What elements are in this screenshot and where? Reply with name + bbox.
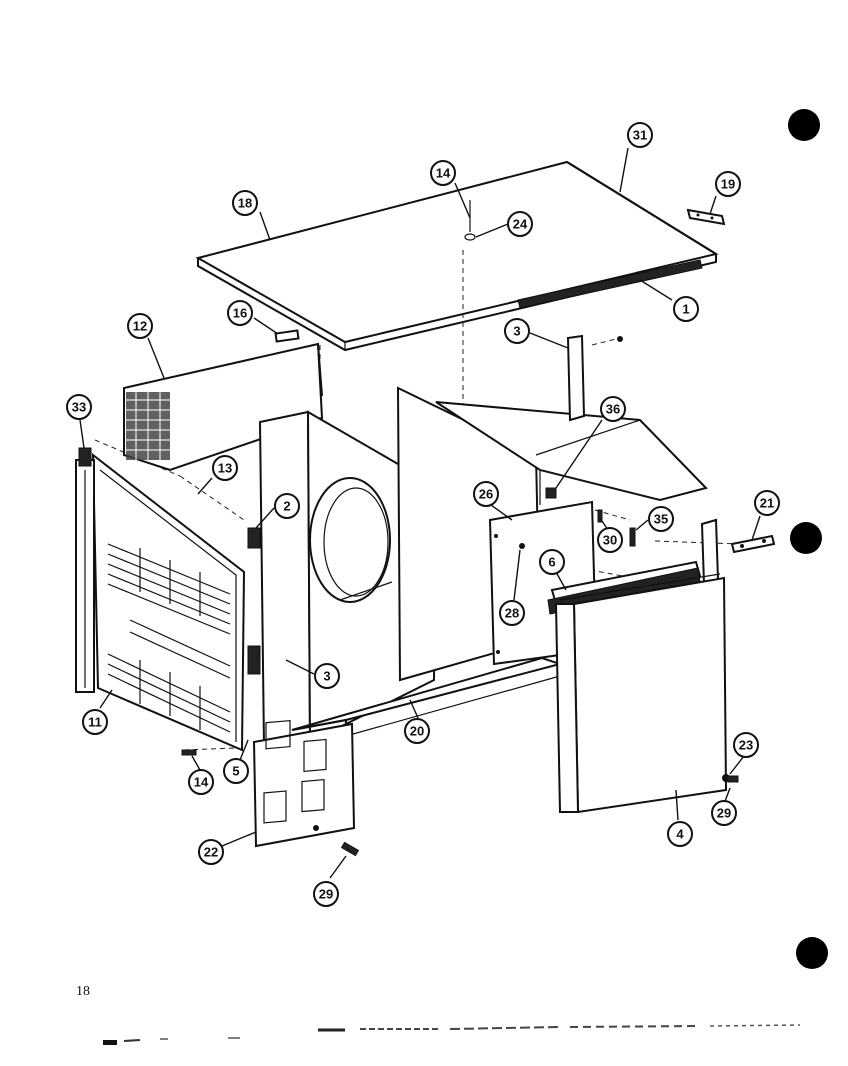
punch-hole-top: [788, 109, 820, 141]
callout-label: 11: [88, 715, 102, 730]
callout-label: 3: [513, 324, 520, 339]
callout-label: 16: [233, 306, 247, 321]
callout-16: 16: [227, 300, 253, 326]
callout-label: 13: [218, 461, 232, 476]
callout-30: 30: [597, 527, 623, 553]
callout-label: 29: [717, 806, 731, 821]
callout-29-right: 29: [711, 800, 737, 826]
callout-14-top: 14: [430, 160, 456, 186]
callout-33: 33: [66, 394, 92, 420]
rear-grille: [123, 342, 324, 472]
callout-label: 5: [232, 764, 239, 779]
callout-label: 23: [739, 738, 753, 753]
callout-label: 3: [323, 669, 330, 684]
front-grille: [75, 447, 246, 752]
callout-2: 2: [274, 493, 300, 519]
callout-label: 24: [513, 217, 528, 232]
callout-label: 1: [682, 302, 689, 317]
callout-3-mid: 3: [314, 663, 340, 689]
top-cover: [195, 160, 719, 352]
callout-label: 14: [194, 775, 209, 790]
punch-hole-middle: [790, 522, 822, 554]
clip-19: [686, 208, 726, 226]
callout-36: 36: [600, 396, 626, 422]
callout-label: 35: [654, 512, 668, 527]
rear-rail: [566, 334, 623, 422]
callout-4: 4: [667, 821, 693, 847]
callout-label: 2: [283, 499, 290, 514]
callout-label: 30: [603, 533, 617, 548]
callout-5: 5: [223, 758, 249, 784]
callout-6: 6: [539, 549, 565, 575]
callout-3-top: 3: [504, 318, 530, 344]
callout-label: 26: [479, 487, 493, 502]
callout-14-bottom: 14: [188, 769, 214, 795]
front-panel: [554, 573, 730, 814]
callout-29-bottom: 29: [313, 881, 339, 907]
callout-21: 21: [754, 490, 780, 516]
page-number: 18: [76, 984, 90, 999]
callout-label: 20: [410, 724, 424, 739]
callout-31: 31: [627, 122, 653, 148]
callout-26: 26: [473, 481, 499, 507]
hardware: [181, 487, 739, 857]
callout-28-center: 28: [499, 600, 525, 626]
callout-11: 11: [82, 709, 108, 735]
callout-label: 21: [760, 496, 774, 511]
leader-lines: [79, 147, 761, 879]
callout-1: 1: [673, 296, 699, 322]
callout-label: 31: [633, 128, 647, 143]
callout-13: 13: [212, 455, 238, 481]
callout-label: 12: [133, 319, 147, 334]
callout-label: 6: [548, 555, 555, 570]
callout-label: 29: [319, 887, 333, 902]
bracket-21: [700, 518, 776, 586]
callout-20: 20: [404, 718, 430, 744]
callout-label: 22: [204, 845, 218, 860]
scan-artifacts: [103, 1024, 801, 1045]
callout-label: 36: [606, 402, 620, 417]
callout-23: 23: [733, 732, 759, 758]
lower-front-panel: [252, 719, 356, 848]
callout-19: 19: [715, 171, 741, 197]
callout-label: 19: [721, 177, 735, 192]
callout-label: 4: [676, 827, 684, 842]
punch-hole-bottom: [796, 937, 828, 969]
callout-24: 24: [507, 211, 533, 237]
callout-label: 18: [238, 196, 252, 211]
callout-12: 12: [127, 313, 153, 339]
callout-35: 35: [648, 506, 674, 532]
callout-label: 14: [436, 166, 451, 181]
callout-18: 18: [232, 190, 258, 216]
callout-label: 28: [505, 606, 519, 621]
tag-16: [274, 329, 300, 343]
callout-label: 33: [72, 400, 86, 415]
callout-22: 22: [198, 839, 224, 865]
